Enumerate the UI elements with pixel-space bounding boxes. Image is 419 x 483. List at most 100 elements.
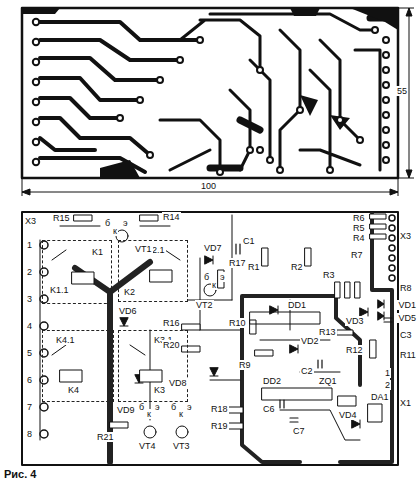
pad bbox=[389, 215, 395, 221]
part-label: б bbox=[138, 402, 145, 412]
relay-label: K2 bbox=[123, 287, 136, 297]
part-label: 6 bbox=[26, 375, 33, 385]
part-label: R14 bbox=[162, 212, 181, 222]
pad bbox=[389, 245, 395, 251]
pad bbox=[33, 119, 39, 125]
relay-label: K4 bbox=[67, 385, 80, 395]
pad bbox=[137, 97, 143, 103]
part-label: 7 bbox=[26, 402, 33, 412]
part-label: R5 bbox=[352, 223, 366, 233]
part-label: C6 bbox=[262, 404, 276, 414]
part-label: VD4 bbox=[338, 410, 358, 420]
part-label: 8 bbox=[26, 429, 33, 439]
part-label: VT3 bbox=[172, 441, 191, 451]
figure-caption: Рис. 4 bbox=[4, 468, 36, 480]
pad bbox=[257, 147, 263, 153]
pad bbox=[33, 39, 39, 45]
pad bbox=[372, 27, 378, 33]
part-label: э bbox=[219, 272, 226, 282]
part-label: R15 bbox=[52, 213, 71, 223]
part-label: VT2 bbox=[195, 300, 214, 310]
pad bbox=[157, 77, 163, 83]
part-label: VD7 bbox=[203, 243, 223, 253]
part-label: R3 bbox=[322, 270, 336, 280]
part-label: 3 bbox=[26, 294, 33, 304]
pad bbox=[383, 82, 389, 88]
pad bbox=[33, 99, 39, 105]
pad bbox=[383, 157, 389, 163]
pad bbox=[389, 235, 395, 241]
pad bbox=[327, 167, 333, 173]
part-label: R10 bbox=[228, 318, 247, 328]
pad bbox=[33, 79, 39, 85]
part-label: к bbox=[211, 280, 217, 290]
part-label: б bbox=[104, 218, 111, 228]
part-label: R19 bbox=[210, 421, 229, 431]
part-label: VD8 bbox=[168, 378, 188, 388]
part-label: э bbox=[122, 218, 129, 228]
part-label: X3 bbox=[399, 231, 412, 241]
part-label: 2 bbox=[26, 267, 33, 277]
relay-label: K3 bbox=[153, 385, 166, 395]
relay-group-box: K4.1K4 bbox=[42, 330, 114, 402]
part-label: к bbox=[146, 409, 152, 419]
pad bbox=[357, 137, 363, 143]
pad bbox=[389, 255, 395, 261]
part-label: DA1 bbox=[370, 392, 390, 402]
dimension-lines bbox=[22, 8, 414, 196]
part-label: к bbox=[178, 409, 184, 419]
pad bbox=[40, 403, 48, 411]
pad bbox=[383, 97, 389, 103]
part-label: 1 bbox=[384, 368, 391, 378]
part-label: 4 bbox=[26, 321, 33, 331]
part-label: C2 bbox=[300, 366, 314, 376]
part-label: к bbox=[112, 226, 118, 236]
pad bbox=[33, 139, 39, 145]
component-layout bbox=[22, 212, 398, 465]
part-label: R12 bbox=[345, 345, 364, 355]
relay-label: K4.1 bbox=[55, 335, 76, 345]
pad bbox=[40, 430, 48, 438]
pad bbox=[389, 265, 395, 271]
part-label: R20 bbox=[162, 340, 181, 350]
part-label: R8 bbox=[399, 283, 413, 293]
part-label: R13 bbox=[318, 327, 337, 337]
part-label: б bbox=[203, 272, 210, 282]
part-label: VT4 bbox=[138, 441, 157, 451]
part-label: C1 bbox=[242, 236, 256, 246]
pad bbox=[217, 169, 223, 175]
relay-label: K1 bbox=[91, 247, 104, 257]
part-label: R2 bbox=[290, 262, 304, 272]
part-label: б bbox=[170, 402, 177, 412]
pad bbox=[40, 322, 48, 330]
pad bbox=[267, 157, 273, 163]
part-label: 5 bbox=[26, 348, 33, 358]
part-label: VD3 bbox=[345, 316, 365, 326]
part-label: R18 bbox=[210, 404, 229, 414]
part-label: R1 bbox=[247, 262, 261, 272]
part-label: R16 bbox=[162, 318, 181, 328]
pad bbox=[337, 117, 343, 123]
part-label: VD9 bbox=[116, 405, 136, 415]
part-label: R11 bbox=[399, 350, 417, 360]
part-label: R21 bbox=[96, 432, 115, 442]
part-label: R17 bbox=[228, 258, 247, 268]
part-label: R7 bbox=[350, 250, 364, 260]
copper-layout bbox=[22, 8, 398, 178]
part-label: 2 bbox=[384, 380, 391, 390]
part-label: VT1 bbox=[134, 244, 153, 254]
pad bbox=[389, 275, 395, 281]
pad bbox=[383, 52, 389, 58]
pad bbox=[247, 147, 253, 153]
part-label: R4 bbox=[352, 233, 366, 243]
part-label: R9 bbox=[238, 360, 252, 370]
pad bbox=[117, 115, 123, 121]
part-label: 55 bbox=[396, 86, 408, 96]
pad bbox=[383, 127, 389, 133]
part-label: C3 bbox=[399, 330, 413, 340]
part-label: DD1 bbox=[287, 300, 307, 310]
relay-label: K1.1 bbox=[49, 285, 70, 295]
pad bbox=[383, 37, 389, 43]
pad bbox=[257, 67, 263, 73]
part-label: VD6 bbox=[118, 306, 138, 316]
